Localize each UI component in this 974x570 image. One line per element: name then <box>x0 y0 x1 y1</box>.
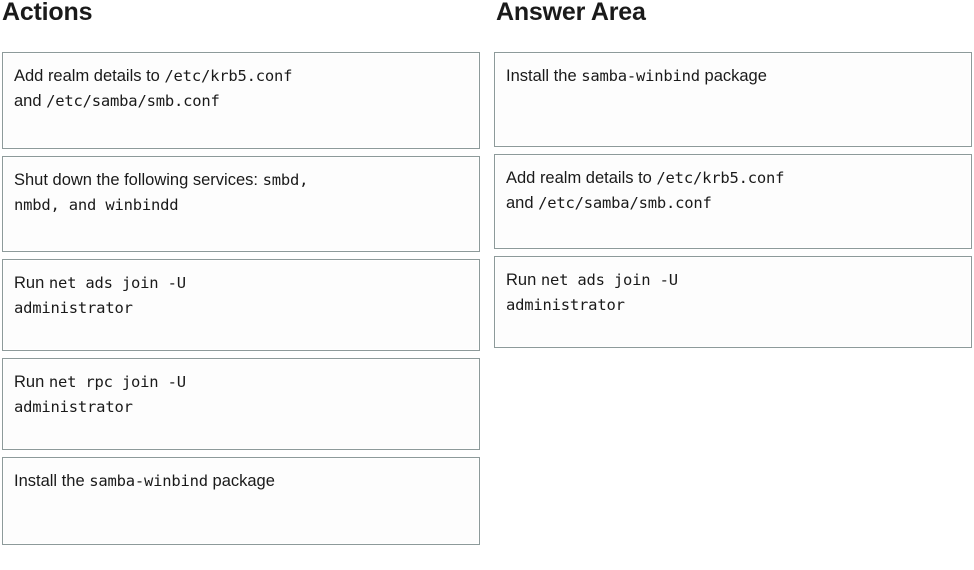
code-text: /etc/krb5.conf <box>164 67 293 85</box>
answer-item-run-net-ads-join[interactable]: Run net ads join -U administrator <box>494 256 972 348</box>
code-text: /etc/krb5.conf <box>656 169 785 187</box>
action-item-text: Run net rpc join -U administrator <box>14 370 469 420</box>
answer-area-column: Install the samba-winbind package Add re… <box>494 52 972 355</box>
action-item-run-net-rpc-join[interactable]: Run net rpc join -U administrator <box>2 358 480 450</box>
prose-text: and <box>506 194 534 212</box>
prose-text: package <box>699 67 767 85</box>
prose-text: Add realm details to <box>506 169 657 187</box>
code-text: net ads join -U administrator <box>14 274 186 317</box>
prose-text: Run <box>506 271 541 289</box>
action-item-text: Shut down the following services: smbd, … <box>14 168 469 218</box>
answer-item-text: Install the samba-winbind package <box>506 64 961 89</box>
prose-text: package <box>207 472 275 490</box>
action-item-text: Add realm details to /etc/krb5.conf and … <box>14 64 469 114</box>
prose-text: Install the <box>506 67 582 85</box>
code-text: samba-winbind <box>89 472 208 490</box>
prose-text: Shut down the following services: <box>14 171 263 189</box>
answer-item-install-samba-winbind[interactable]: Install the samba-winbind package <box>494 52 972 147</box>
actions-column: Add realm details to /etc/krb5.conf and … <box>2 52 480 552</box>
action-item-text: Install the samba-winbind package <box>14 469 469 494</box>
answer-area-heading: Answer Area <box>496 0 646 26</box>
prose-text: Run <box>14 274 49 292</box>
code-text: /etc/samba/smb.conf <box>538 194 712 212</box>
code-text: smbd, nmbd, and winbindd <box>14 171 309 214</box>
action-item-run-net-ads-join[interactable]: Run net ads join -U administrator <box>2 259 480 351</box>
code-text: net ads join -U administrator <box>506 271 678 314</box>
code-text: net rpc join -U administrator <box>14 373 186 416</box>
action-item-install-samba-winbind[interactable]: Install the samba-winbind package <box>2 457 480 545</box>
code-text: samba-winbind <box>581 67 700 85</box>
prose-text: Add realm details to <box>14 67 165 85</box>
prose-text: Run <box>14 373 49 391</box>
actions-heading: Actions <box>2 0 93 26</box>
code-text: /etc/samba/smb.conf <box>46 92 220 110</box>
action-item-add-realm-details[interactable]: Add realm details to /etc/krb5.conf and … <box>2 52 480 149</box>
action-item-text: Run net ads join -U administrator <box>14 271 469 321</box>
prose-text: Install the <box>14 472 90 490</box>
answer-item-text: Add realm details to /etc/krb5.conf and … <box>506 166 961 216</box>
action-item-shut-down-services[interactable]: Shut down the following services: smbd, … <box>2 156 480 252</box>
prose-text: and <box>14 92 42 110</box>
answer-item-text: Run net ads join -U administrator <box>506 268 961 318</box>
answer-item-add-realm-details[interactable]: Add realm details to /etc/krb5.conf and … <box>494 154 972 249</box>
